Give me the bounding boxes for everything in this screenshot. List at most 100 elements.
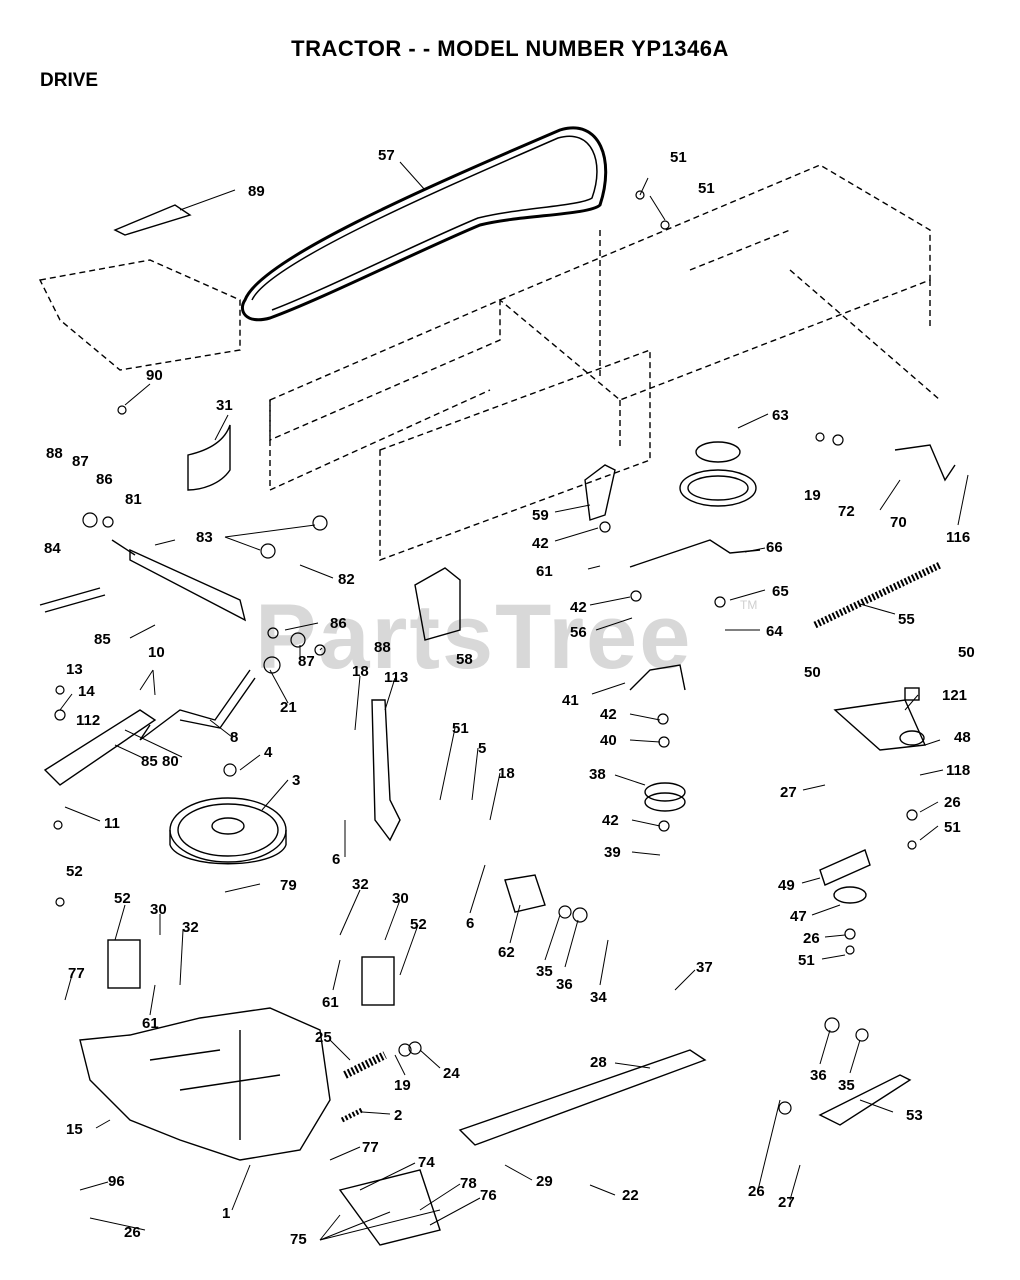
callout-6: 6 xyxy=(466,915,474,932)
idler-pulley-small xyxy=(833,886,867,904)
callout-36: 36 xyxy=(810,1067,827,1084)
tension-spring xyxy=(813,561,942,629)
callout-48: 48 xyxy=(954,729,971,746)
callout-10: 10 xyxy=(148,644,165,661)
bracket-70 xyxy=(894,444,956,482)
callout-76: 76 xyxy=(480,1187,497,1204)
bushing-62 xyxy=(504,874,546,913)
callout-42: 42 xyxy=(600,706,617,723)
callout-74: 74 xyxy=(418,1154,435,1171)
callout-88: 88 xyxy=(46,445,63,462)
callout-2: 2 xyxy=(394,1107,402,1124)
callout-35: 35 xyxy=(536,963,553,980)
idler-pulley-lower xyxy=(644,782,686,802)
callout-77: 77 xyxy=(362,1139,379,1156)
callout-51: 51 xyxy=(798,952,815,969)
callout-85: 85 xyxy=(94,631,111,648)
callout-4: 4 xyxy=(264,744,273,761)
callout-51: 51 xyxy=(698,180,715,197)
callout-26: 26 xyxy=(124,1224,141,1241)
callout-87: 87 xyxy=(72,453,89,470)
callout-61: 61 xyxy=(142,1015,159,1032)
callout-27: 27 xyxy=(778,1194,795,1211)
callout-28: 28 xyxy=(590,1054,607,1071)
callout-15: 15 xyxy=(66,1121,83,1138)
shift-lever xyxy=(129,548,247,622)
callout-80: 80 xyxy=(162,753,179,770)
callout-77: 77 xyxy=(68,965,85,982)
callout-35: 35 xyxy=(838,1077,855,1094)
callout-86: 86 xyxy=(96,471,113,488)
callout-labels: 57 51 51 89 90 31 63 19 72 70 116 88 87 … xyxy=(44,147,975,1248)
callout-57: 57 xyxy=(378,147,395,164)
callout-118: 118 xyxy=(946,762,970,779)
spring-clip-59 xyxy=(584,464,616,521)
callout-11: 11 xyxy=(104,815,120,832)
bracket-80 xyxy=(43,709,157,786)
spring-2 xyxy=(340,1107,364,1123)
watermark-trademark: TM xyxy=(740,598,758,612)
callout-37: 37 xyxy=(696,959,713,976)
callout-87: 87 xyxy=(298,653,315,670)
callout-52: 52 xyxy=(66,863,83,880)
callout-81: 81 xyxy=(125,491,142,508)
callout-3: 3 xyxy=(292,772,300,789)
callout-19: 19 xyxy=(804,487,821,504)
callout-58: 58 xyxy=(456,651,473,668)
callout-22: 22 xyxy=(622,1187,639,1204)
callout-84: 84 xyxy=(44,540,61,557)
callout-5: 5 xyxy=(478,740,486,757)
callout-64: 64 xyxy=(766,623,783,640)
bracket-74 xyxy=(338,1169,441,1246)
rod-53 xyxy=(818,1074,912,1126)
callout-66: 66 xyxy=(766,539,783,556)
callout-72: 72 xyxy=(838,503,855,520)
callout-27: 27 xyxy=(780,784,797,801)
callout-79: 79 xyxy=(280,877,297,894)
callout-42: 42 xyxy=(570,599,587,616)
transaxle xyxy=(79,1007,331,1161)
callout-26: 26 xyxy=(803,930,820,947)
callout-85: 85 xyxy=(141,753,158,770)
callout-61: 61 xyxy=(536,563,553,580)
callout-41: 41 xyxy=(562,692,579,709)
callout-52: 52 xyxy=(114,890,131,907)
callout-88: 88 xyxy=(374,639,391,656)
callout-25: 25 xyxy=(315,1029,332,1046)
bracket-89 xyxy=(113,204,192,236)
bracket-49 xyxy=(819,849,871,886)
callout-42: 42 xyxy=(602,812,619,829)
plate-left xyxy=(107,939,141,989)
plate-right xyxy=(361,956,395,1006)
callout-63: 63 xyxy=(772,407,789,424)
callout-82: 82 xyxy=(338,571,355,588)
callout-96: 96 xyxy=(108,1173,125,1190)
callout-42: 42 xyxy=(532,535,549,552)
callout-39: 39 xyxy=(604,844,621,861)
callout-116: 116 xyxy=(946,529,970,546)
watermark: PartsTree xyxy=(255,586,693,688)
callout-13: 13 xyxy=(66,661,83,678)
drive-belt xyxy=(240,126,608,322)
callout-56: 56 xyxy=(570,624,587,641)
callout-47: 47 xyxy=(790,908,807,925)
callout-70: 70 xyxy=(890,514,907,531)
callout-38: 38 xyxy=(589,766,606,783)
callout-55: 55 xyxy=(898,611,915,628)
callout-24: 24 xyxy=(443,1065,460,1082)
callout-51: 51 xyxy=(452,720,469,737)
callout-50: 50 xyxy=(804,664,821,681)
callout-51: 51 xyxy=(944,819,961,836)
callout-65: 65 xyxy=(772,583,789,600)
callout-21: 21 xyxy=(280,699,297,716)
bracket-58 xyxy=(414,567,461,641)
callout-30: 30 xyxy=(150,901,167,918)
callout-26: 26 xyxy=(748,1183,765,1200)
section-label: DRIVE xyxy=(40,70,99,91)
callout-49: 49 xyxy=(778,877,795,894)
callout-29: 29 xyxy=(536,1173,553,1190)
callout-26: 26 xyxy=(944,794,961,811)
callout-78: 78 xyxy=(460,1175,477,1192)
callout-61: 61 xyxy=(322,994,339,1011)
